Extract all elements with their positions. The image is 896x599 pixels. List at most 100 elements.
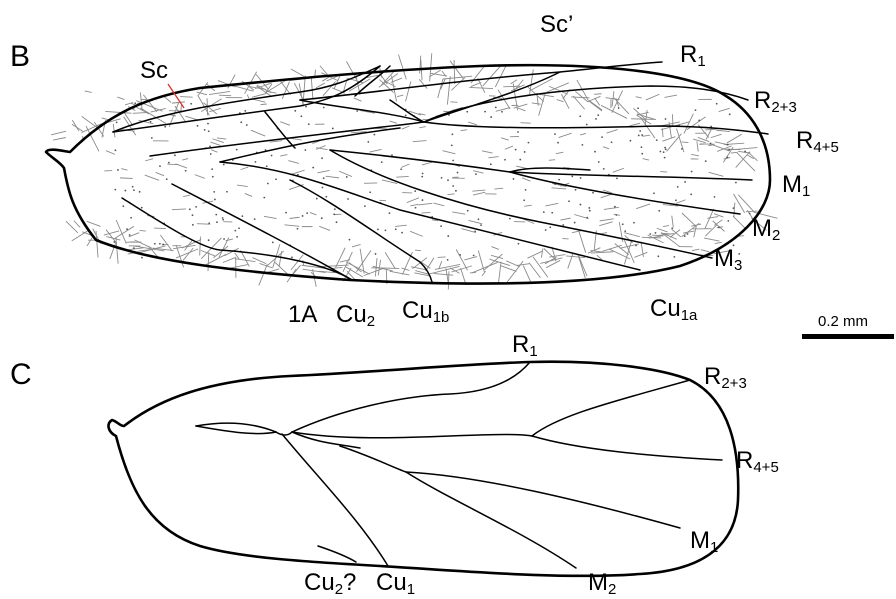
label-b-sc-prime: Sc’ [540,11,573,38]
seta [523,265,531,283]
seta [464,257,477,260]
microtrichium [545,229,547,231]
microtrichium [727,220,729,222]
microtrichium [515,149,517,151]
seta [200,236,201,255]
microtrichium [346,176,348,178]
seta [376,128,388,129]
microtrichium [504,159,506,161]
seta [643,159,649,160]
seta [657,228,668,232]
seta [609,249,630,259]
seta [684,114,693,134]
seta [419,79,427,88]
seta [447,76,450,104]
microtrichium [659,151,661,153]
microtrichium [675,199,677,201]
microtrichium [687,233,689,235]
microtrichium [653,192,655,194]
scale-bar-line [802,334,894,339]
seta [160,235,172,251]
microtrichium [549,226,551,228]
microtrichium [356,110,358,112]
seta [624,233,639,237]
microtrichium [308,123,310,125]
microtrichium [598,161,600,163]
microtrichium [263,197,265,199]
seta [636,204,650,209]
seta [471,82,481,86]
seta [172,209,186,210]
seta [140,230,146,231]
microtrichium [223,164,225,166]
microtrichium [614,206,616,208]
seta [524,205,531,206]
wing-c-veins [196,362,722,568]
seta [354,98,362,101]
seta [126,242,135,243]
seta [105,111,131,113]
seta [217,138,226,139]
seta [667,134,682,152]
microtrichium [134,102,136,104]
microtrichium [422,199,424,201]
seta [629,123,640,126]
microtrichium [543,211,545,213]
seta [607,130,618,133]
seta [245,193,252,196]
microtrichium [133,247,135,249]
seta [390,121,397,123]
microtrichium [588,207,590,209]
seta [603,147,609,149]
microtrichium [126,228,128,230]
seta [539,94,545,116]
microtrichium [641,146,643,148]
microtrichium [189,208,191,210]
seta [549,160,555,161]
microtrichium [321,157,323,159]
microtrichium [655,232,657,234]
microtrichium [381,161,383,163]
seta [491,255,503,258]
microtrichium [586,217,588,219]
seta [588,96,601,101]
microtrichium [133,189,135,191]
seta [682,213,696,226]
seta [664,95,677,97]
seta [461,229,475,233]
sc-pointer-line [168,84,184,108]
microtrichium [474,230,476,232]
panel-c-letter: C [10,358,32,391]
microtrichium [375,253,377,255]
microtrichium [574,222,576,224]
microtrichium [141,207,143,209]
seta [501,266,517,272]
seta [469,220,483,223]
vein-c-m-stem [292,432,360,448]
microtrichium [255,161,257,163]
microtrichium [658,210,660,212]
seta [452,212,465,214]
microtrichium [622,223,624,225]
microtrichium [166,178,168,180]
microtrichium [294,110,296,112]
microtrichium [466,111,468,113]
seta [326,176,339,178]
microtrichium [517,131,519,133]
microtrichium [336,221,338,223]
seta [420,56,421,74]
seta [434,203,445,206]
panel-c: C R1 R2+3 R4+5 M1 M2 Cu2? Cu1 [10,331,779,598]
vein-c-rs [292,432,532,438]
microtrichium [266,165,268,167]
label-b-m2: M2 [752,215,780,244]
seta [185,116,197,120]
seta [591,252,613,253]
microtrichium [367,141,369,143]
microtrichium [207,123,209,125]
seta [156,172,164,175]
seta [133,112,149,113]
microtrichium [113,241,115,243]
seta [731,152,738,153]
microtrichium [677,186,679,188]
